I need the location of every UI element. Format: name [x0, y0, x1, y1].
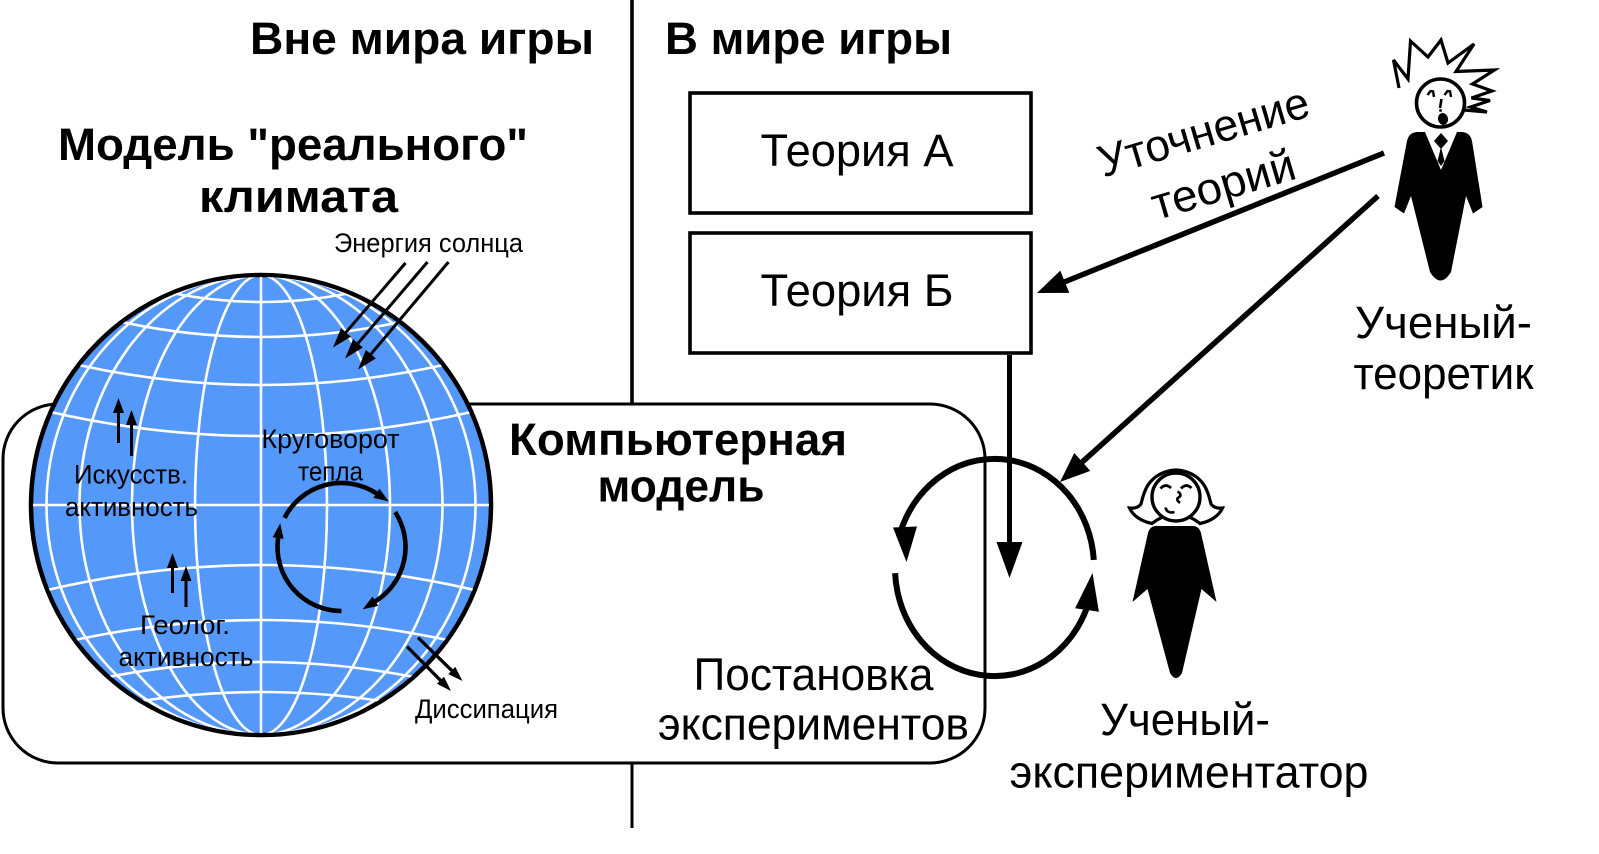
svg-text:Искусств.: Искусств. [74, 460, 188, 490]
svg-text:Теория А: Теория А [761, 125, 954, 176]
svg-text:активность: активность [65, 492, 198, 522]
svg-text:климата: климата [199, 171, 399, 222]
svg-text:Ученый-: Ученый- [1100, 694, 1270, 745]
svg-text:Модель "реального": Модель "реального" [58, 119, 528, 170]
svg-text:Вне мира игры: Вне мира игры [250, 13, 594, 64]
svg-text:экспериментов: экспериментов [658, 699, 969, 750]
svg-text:Круговорот: Круговорот [262, 424, 400, 454]
svg-text:теоретик: теоретик [1354, 348, 1534, 399]
svg-text:Диссипация: Диссипация [415, 694, 558, 724]
svg-text:Энергия солнца: Энергия солнца [334, 228, 524, 258]
svg-text:В мире игры: В мире игры [665, 13, 952, 64]
svg-text:Ученый-: Ученый- [1355, 297, 1532, 348]
svg-text:экспериментатор: экспериментатор [1010, 747, 1369, 798]
svg-text:Геолог.: Геолог. [140, 610, 230, 640]
svg-text:Компьютерная: Компьютерная [509, 414, 847, 465]
svg-text:Теория Б: Теория Б [761, 265, 954, 316]
svg-text:активность: активность [119, 642, 254, 672]
svg-text:модель: модель [598, 461, 765, 512]
svg-text:тепла: тепла [298, 457, 364, 487]
svg-text:Постановка: Постановка [694, 649, 935, 700]
